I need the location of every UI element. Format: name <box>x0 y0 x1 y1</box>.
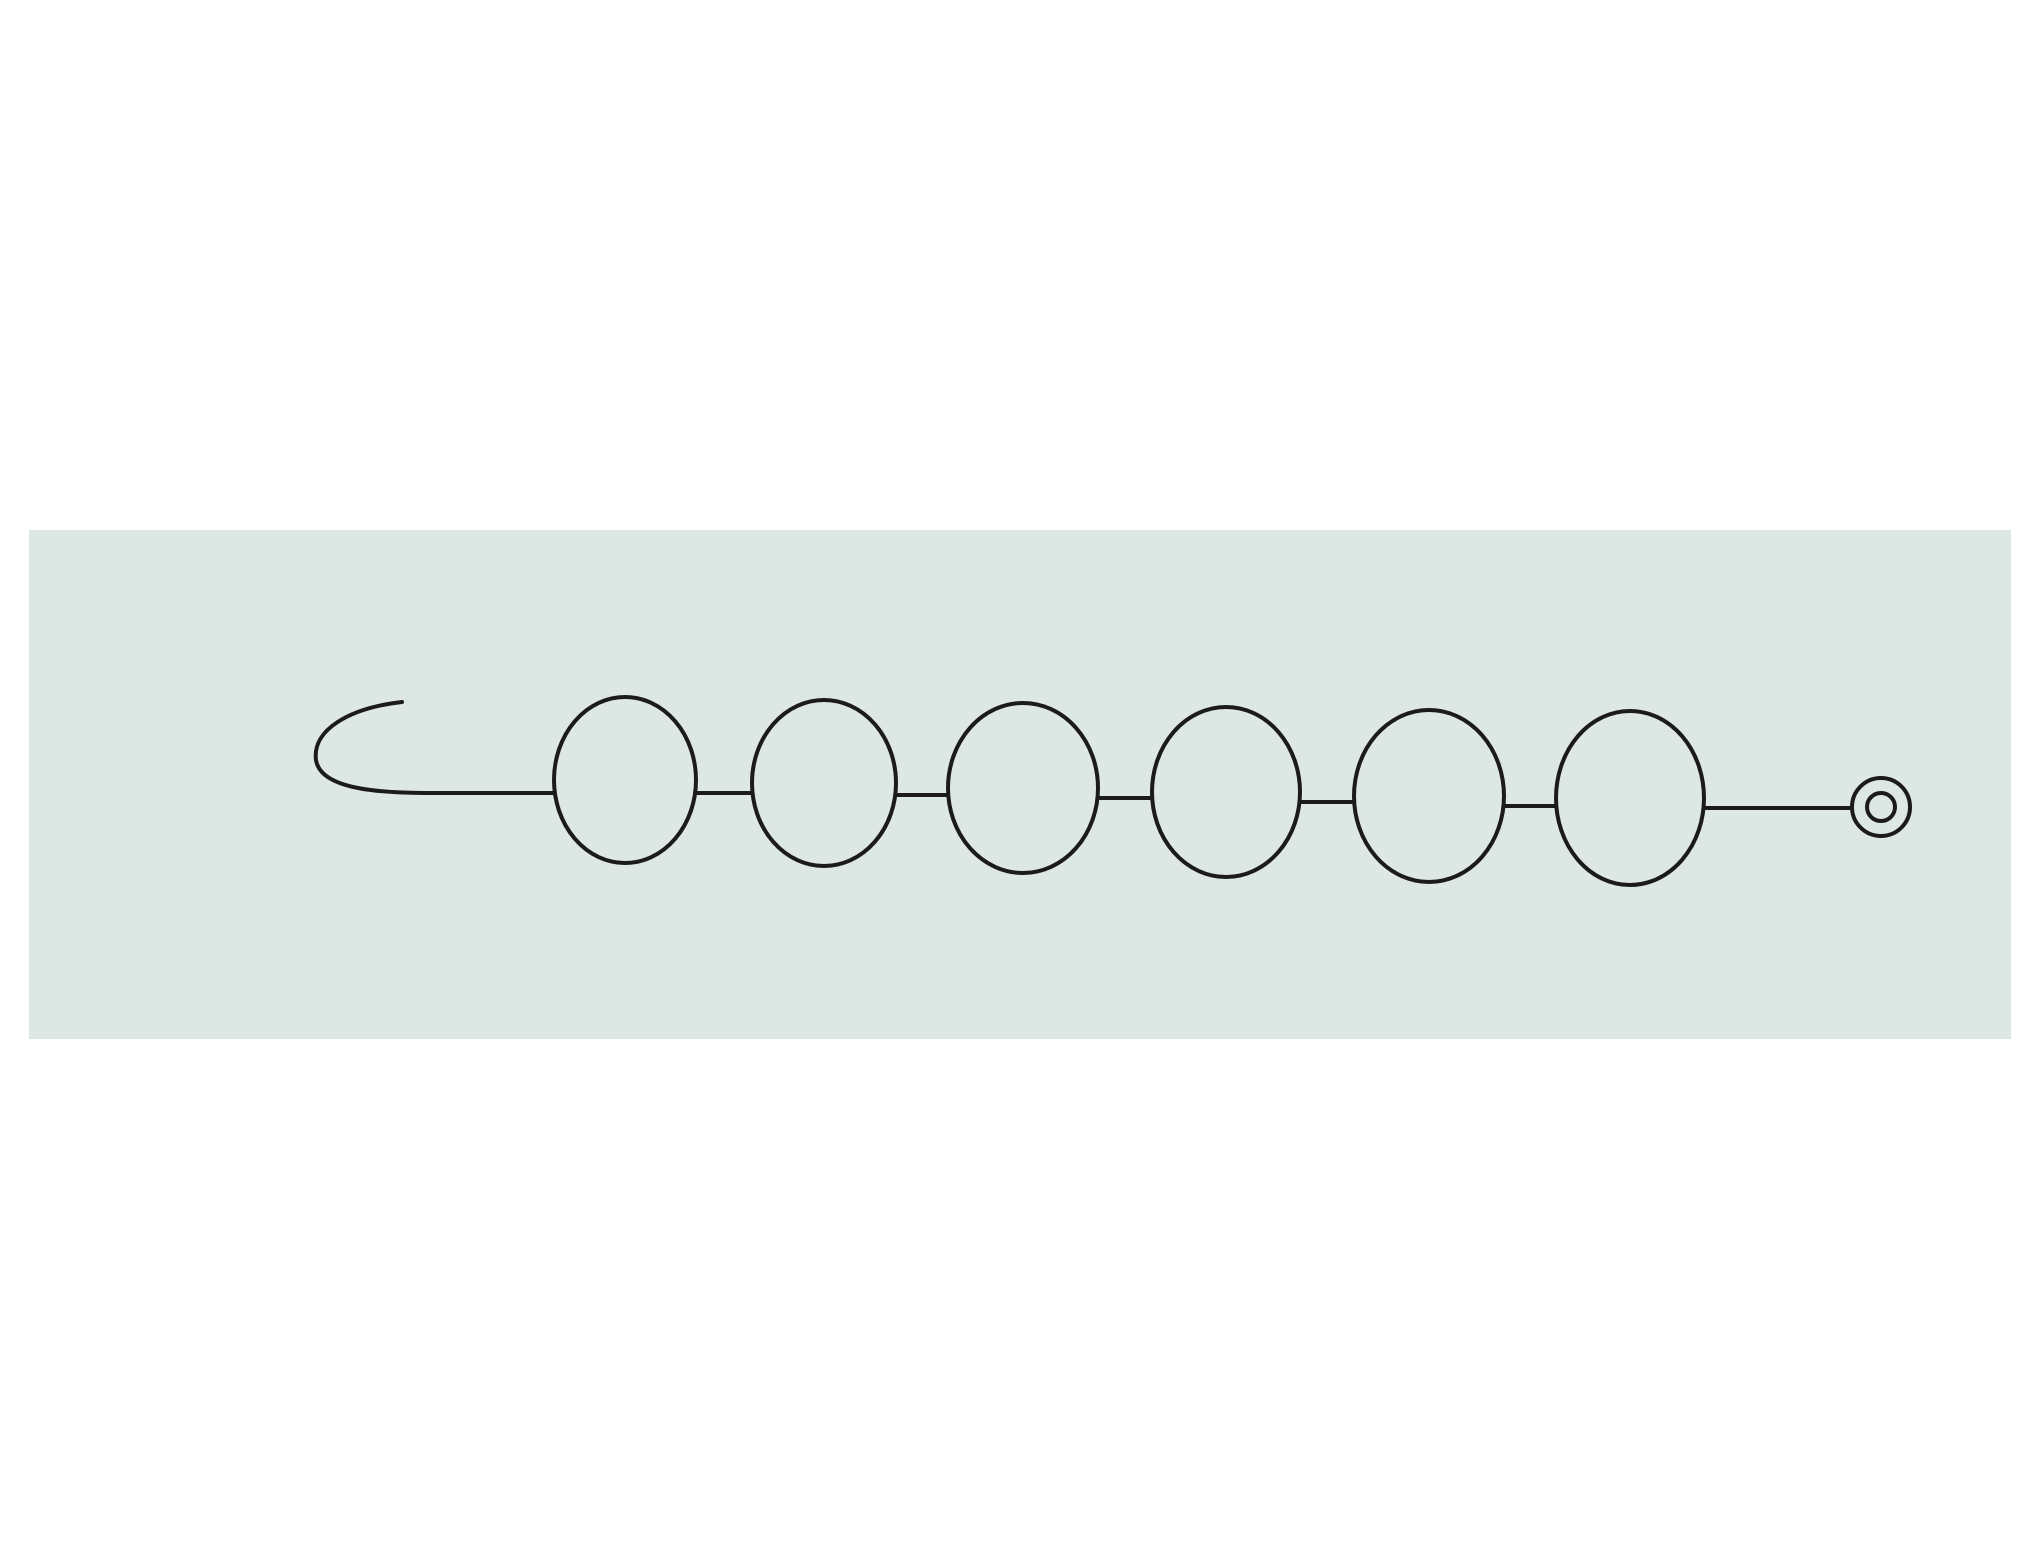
hook-end <box>313 700 441 795</box>
bead-4 <box>1150 705 1302 879</box>
bead-3 <box>946 701 1100 875</box>
bead-2 <box>750 698 898 868</box>
panel-background <box>29 530 2011 1039</box>
ring-end-inner <box>1865 791 1897 823</box>
bead-chain-diagram <box>29 530 2011 1039</box>
bead-5 <box>1352 708 1506 884</box>
figure-panel <box>29 530 2011 1039</box>
ring-end-outer <box>1850 776 1912 838</box>
bead-6 <box>1554 709 1706 887</box>
bead-1 <box>552 695 698 865</box>
